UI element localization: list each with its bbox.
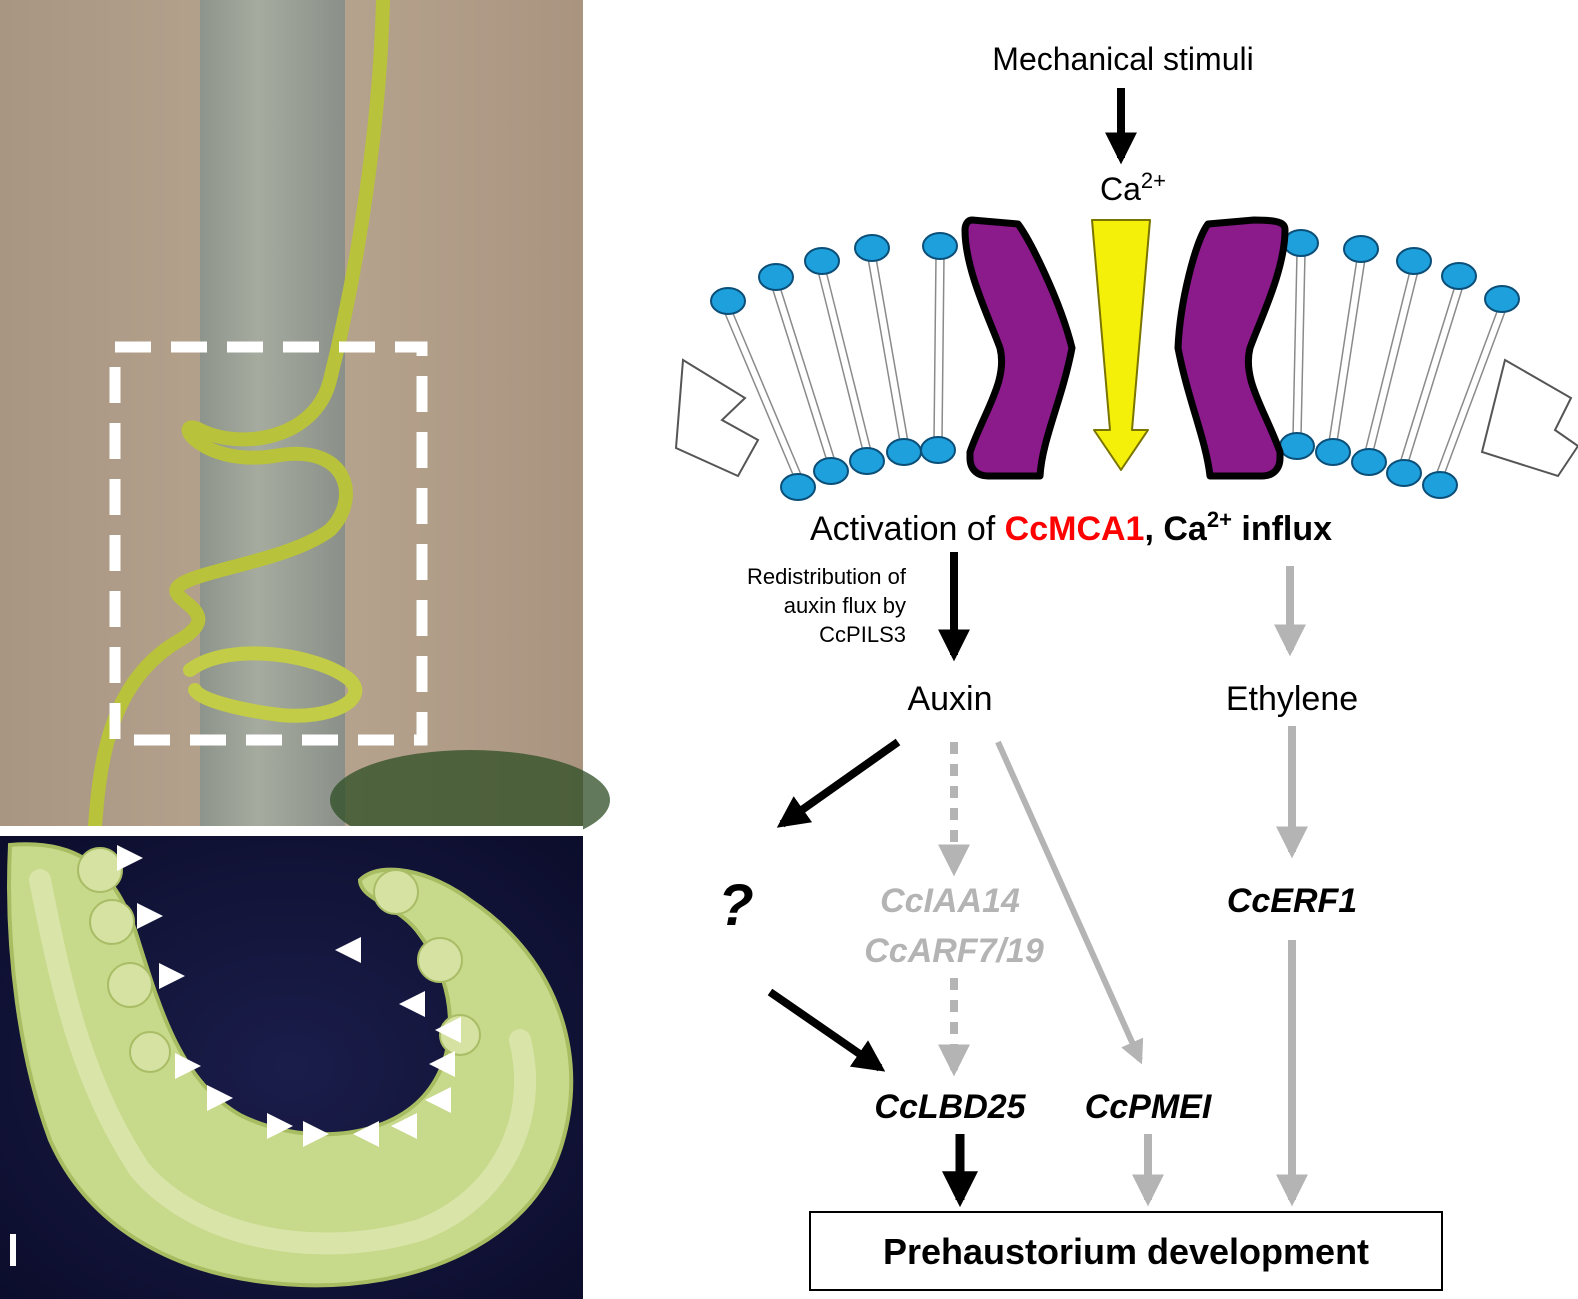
- lipid-tail: [875, 257, 909, 443]
- lipid-tail: [817, 270, 864, 452]
- stimulus-label: Mechanical stimuli: [992, 41, 1253, 77]
- lipid-head-outer: [1441, 262, 1477, 290]
- lipid-head-inner: [1422, 471, 1458, 499]
- svg-text:auxin flux by: auxin flux by: [784, 593, 906, 618]
- lipid-head-outer: [922, 232, 958, 260]
- mca1-channel-left: [961, 216, 1076, 480]
- arrow-auxin-to-ccPMEI: [995, 740, 1144, 1065]
- mca1-channel-right: [1174, 216, 1289, 480]
- lipid-head-inner: [1386, 459, 1422, 487]
- lipid-tail: [1443, 308, 1507, 476]
- prehaustoria-photo: [0, 836, 583, 1299]
- lipid-tail: [1364, 270, 1411, 453]
- prehaustorium-arrowhead: [175, 1053, 201, 1079]
- prehaustorium-arrowhead: [425, 1087, 451, 1113]
- prehaustorium-arrowhead: [303, 1121, 329, 1147]
- outcome-label: Prehaustorium development: [883, 1231, 1369, 1272]
- signaling-diagram: Mechanical stimuli Ca2+ Activation of Cc…: [674, 41, 1578, 1291]
- arrow-auxin-to-unknown: [776, 738, 901, 828]
- lipid-head-outer: [1396, 247, 1432, 275]
- lipid-head-inner: [849, 447, 885, 475]
- unknown-factor: ?: [718, 873, 753, 938]
- prehaustorium-arrowhead: [429, 1051, 455, 1077]
- lipid-tail: [1435, 308, 1499, 476]
- lipid-tail: [771, 286, 828, 462]
- prehaustorium-arrowhead: [137, 903, 163, 929]
- redistribution-note: Redistribution of auxin flux by CcPILS3: [747, 564, 907, 647]
- membrane-bend-arrow-left: [674, 358, 760, 478]
- lipid-head-outer: [854, 234, 890, 262]
- prehaustoria-bumps: [77, 847, 481, 1073]
- membrane-bend-arrow-right: [1480, 358, 1578, 478]
- lipid-head-inner: [1315, 438, 1351, 466]
- lipid-head-outer: [804, 247, 840, 275]
- prehaustorium-arrowhead: [399, 991, 425, 1017]
- lipid-tail: [1372, 270, 1419, 453]
- lipid-head-outer: [1484, 285, 1520, 313]
- calcium-flow-arrow: [1091, 219, 1151, 471]
- lipid-bilayer: [710, 229, 1520, 501]
- lipid-tail: [723, 310, 795, 478]
- ccERF1-label: CcERF1: [1227, 882, 1357, 920]
- lipid-tail: [779, 286, 836, 462]
- lipid-tail: [825, 270, 872, 452]
- lipid-tail: [1328, 258, 1358, 443]
- prehaustorium-arrowhead: [435, 1017, 461, 1043]
- prehaustorium-arrowhead: [207, 1085, 233, 1111]
- svg-text:Redistribution of: Redistribution of: [747, 564, 907, 589]
- svg-text:CcPILS3: CcPILS3: [819, 622, 906, 647]
- lipid-head-inner: [920, 436, 956, 464]
- lipid-head-outer: [1283, 229, 1319, 257]
- tendril-coil-front: [183, 646, 363, 723]
- tendril-stem: [88, 0, 390, 833]
- lipid-tail: [1300, 252, 1306, 437]
- lipid-tail: [1407, 285, 1464, 464]
- prehaustorium-arrowhead: [267, 1113, 293, 1139]
- outcome-box: [809, 1211, 1443, 1291]
- lipid-head-inner: [1351, 448, 1387, 476]
- photo-divider: [0, 826, 583, 836]
- leaf-blur: [330, 750, 610, 850]
- auxin-label: Auxin: [907, 680, 992, 718]
- lipid-tail: [731, 310, 803, 478]
- ccPMEI-label: CcPMEI: [1085, 1088, 1213, 1126]
- activation-label: Activation of CcMCA1, Ca2+ influx: [810, 507, 1332, 548]
- scale-bar: [10, 1234, 16, 1266]
- tendril-coiling-photo: [0, 0, 610, 850]
- lipid-head-outer: [710, 287, 746, 315]
- arrow-unknown-to-ccLBD25: [767, 988, 886, 1072]
- lipid-tail: [867, 257, 901, 443]
- prehaustoria-arrowheads: [117, 845, 461, 1147]
- ccLBD25-label: CcLBD25: [874, 1088, 1026, 1126]
- calcium-label: Ca2+: [1100, 168, 1166, 207]
- prehaustorium-arrowhead: [335, 937, 361, 963]
- zoom-region-box: [109, 341, 428, 746]
- prehaustorium-arrowhead: [117, 845, 143, 871]
- lipid-tail: [1336, 258, 1366, 443]
- lipid-tail: [941, 255, 945, 441]
- prehaustorium-arrowhead: [391, 1113, 417, 1139]
- prehaustorium-arrowhead: [159, 963, 185, 989]
- lipid-head-outer: [758, 263, 794, 291]
- lipid-head-inner: [886, 438, 922, 466]
- lipid-tail: [1399, 285, 1456, 464]
- lipid-head-inner: [1279, 432, 1315, 460]
- ccARF-label: CcARF7/19: [864, 932, 1044, 970]
- ccIAA14-label: CcIAA14: [880, 882, 1020, 920]
- prehaustorium-arrowhead: [353, 1121, 379, 1147]
- lipid-tail: [1292, 252, 1298, 437]
- lipid-tail: [933, 255, 937, 441]
- lipid-head-inner: [813, 457, 849, 485]
- tendril-highlight: [29, 869, 537, 1255]
- lipid-head-outer: [1343, 235, 1379, 263]
- lipid-head-inner: [780, 473, 816, 501]
- ethylene-label: Ethylene: [1226, 680, 1358, 718]
